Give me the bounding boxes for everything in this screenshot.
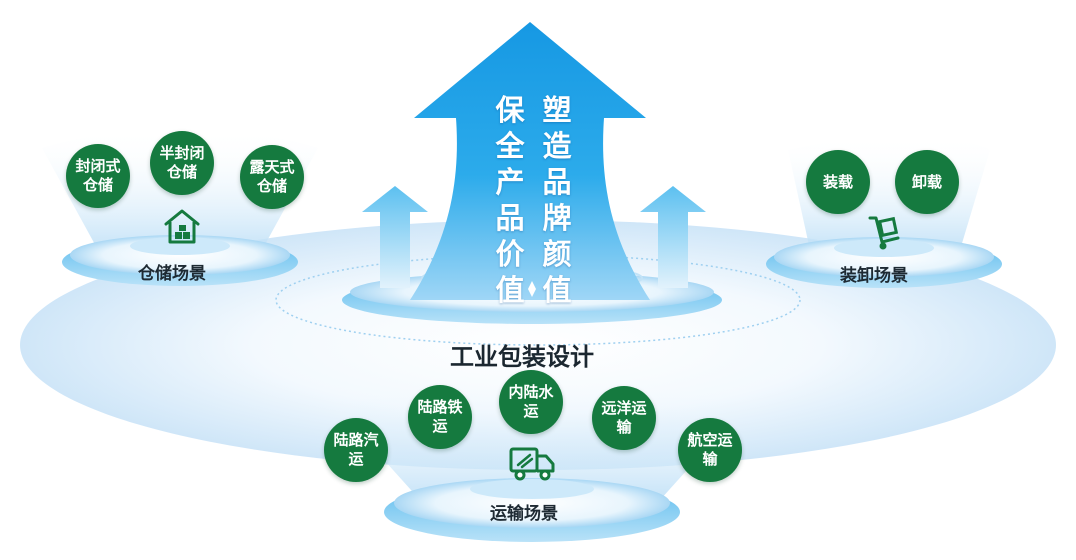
- warehouse-icon: [164, 209, 200, 244]
- loading-item-unload: 卸载: [895, 150, 959, 214]
- transport-item-rail: 陆路铁运: [408, 385, 472, 449]
- center-title: 工业包装设计: [450, 343, 594, 371]
- storage-scene-label: 仓储场景: [138, 264, 206, 284]
- arrow-text-right: 塑造品牌颜值: [542, 93, 572, 307]
- delivery-truck-icon: [509, 447, 555, 481]
- arrow-text-left: 保全产品价值: [495, 93, 525, 307]
- transport-item-road: 陆路汽运: [324, 418, 388, 482]
- sparkle-icon: [528, 281, 536, 297]
- storage-pedestal: [130, 237, 230, 255]
- base-disc: [20, 220, 1056, 470]
- transport-item-air: 航空运输: [678, 418, 742, 482]
- main-up-arrow: [410, 22, 650, 300]
- storage-item-semi-closed: 半封闭仓储: [150, 131, 214, 195]
- storage-item-closed: 封闭式仓储: [66, 144, 130, 208]
- transport-pod-top: [394, 478, 670, 528]
- transport-item-ocean: 远洋运输: [592, 386, 656, 450]
- loading-scene-label: 装卸场景: [840, 266, 908, 286]
- storage-item-open-air: 露天式仓储: [240, 145, 304, 209]
- hand-truck-icon: [868, 216, 900, 250]
- left-small-arrow: [362, 186, 428, 288]
- transport-pedestal: [470, 479, 594, 499]
- right-small-arrow: [640, 186, 706, 288]
- transport-item-inland-water: 内陆水运: [499, 370, 563, 434]
- transport-scene-label: 运输场景: [490, 504, 558, 524]
- loading-item-load: 装载: [806, 150, 870, 214]
